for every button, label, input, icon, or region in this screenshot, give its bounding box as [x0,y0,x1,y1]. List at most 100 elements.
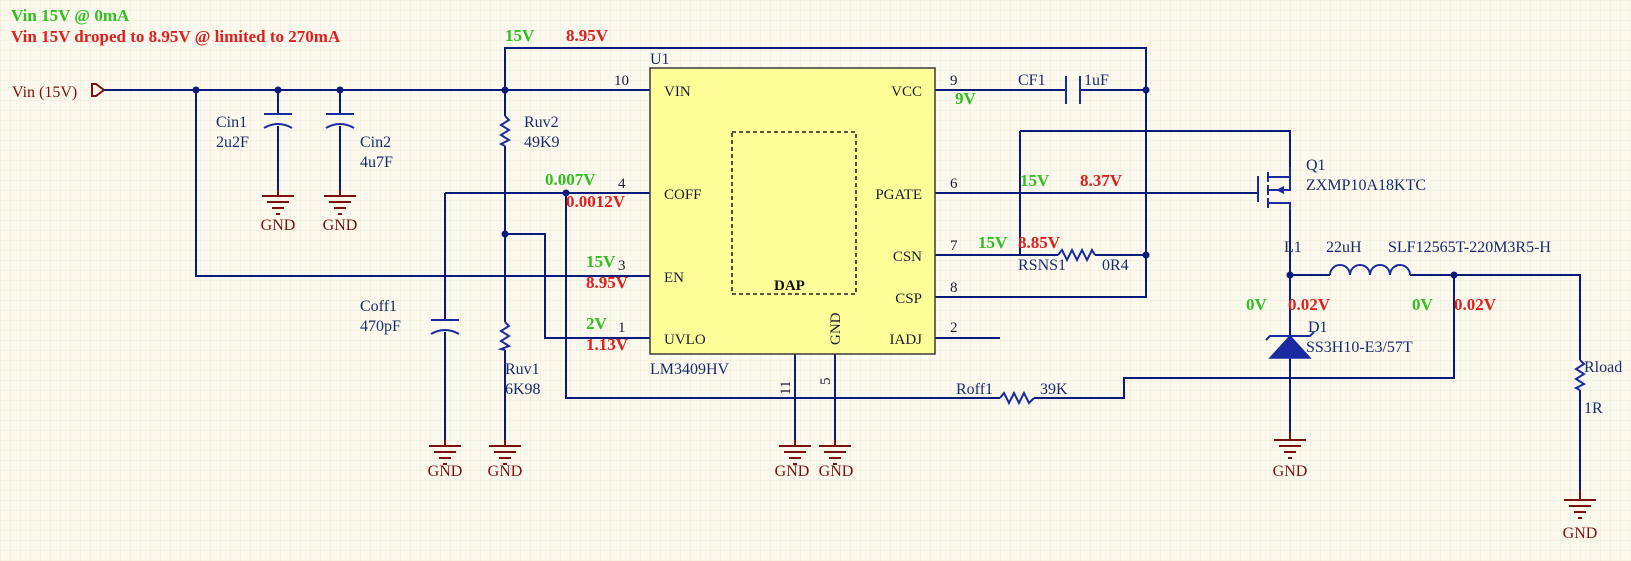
pin-name-vcc: VCC [891,84,922,100]
ic-dap-label: DAP [774,278,805,294]
pin-name-iadj: IADJ [890,332,923,348]
cin2-symbol[interactable] [325,113,355,129]
gnd-label-pin11: GND [775,463,810,480]
ic-body[interactable] [649,67,936,355]
vin-port-label: Vin (15V) [12,84,77,101]
d1-value: SS3H10-E3/57T [1306,339,1413,356]
pin-name-uvlo: UVLO [664,332,706,348]
roff1-value: 39K [1040,381,1068,398]
rload-symbol[interactable] [1573,359,1587,391]
pgate-voltage-b: 8.37V [1080,171,1123,190]
ground-symbols [262,190,1596,519]
pin-name-csn: CSN [893,249,922,265]
ruv2-value: 49K9 [524,134,560,151]
ruv2-symbol[interactable] [498,115,512,147]
gnd-label-ruv1: GND [488,463,523,480]
sw-voltage-a: 0V [1246,295,1267,314]
vin-top-voltage-a: 15V [505,26,535,45]
roff1-symbol[interactable] [999,390,1035,406]
l1-part: SLF12565T-220M3R5-H [1388,239,1551,256]
coff1-value: 470pF [360,318,401,335]
pin-num-5: 5 [818,378,834,386]
pin-num-9: 9 [950,73,958,89]
gnd-label-rload: GND [1563,525,1598,542]
cin1-symbol[interactable] [263,113,293,129]
cin1-ref: Cin1 [216,114,247,131]
junctions [192,86,1458,279]
cin2-value: 4u7F [360,154,393,171]
out-voltage-b: 0.02V [1454,295,1497,314]
pin-name-vin: VIN [664,84,691,100]
ruv1-value: 6K98 [505,381,541,398]
cf1-value: 1uF [1084,72,1109,89]
q1-ref: Q1 [1306,157,1326,174]
pin-num-4: 4 [618,176,626,192]
ic-ref: U1 [650,51,670,68]
ruv1-ref: Ruv1 [505,361,540,378]
gnd-label-cin2: GND [323,217,358,234]
rload-ref: Rload [1584,359,1622,376]
cin2-ref: Cin2 [360,134,391,151]
gnd-coff1 [429,440,461,465]
gnd-label-d1: GND [1273,463,1308,480]
d1-ref: D1 [1308,319,1328,336]
gnd-label-pin5: GND [819,463,854,480]
pin-num-7: 7 [950,238,958,254]
gnd-cin2 [324,190,356,215]
uvlo-voltage-a: 2V [586,314,607,333]
cin1-value: 2u2F [216,134,249,151]
ic-u1[interactable] [649,67,936,355]
out-voltage-a: 0V [1412,295,1433,314]
gnd-label-coff1: GND [428,463,463,480]
coff1-ref: Coff1 [360,298,397,315]
pin-name-csp: CSP [895,291,922,307]
ic-part: LM3409HV [650,361,730,378]
gnd-d1 [1274,432,1306,459]
rload-value: 1R [1584,400,1603,417]
ic-dap-outline [731,131,857,295]
gnd-cin1 [262,190,294,215]
pin-name-en: EN [664,270,684,286]
rsns1-ref: RSNS1 [1018,257,1066,274]
note-line-2: Vin 15V droped to 8.95V @ limited to 270… [11,27,341,46]
pin-name-pgate: PGATE [875,187,922,203]
cf1-symbol[interactable] [1065,76,1081,104]
note-line-1: Vin 15V @ 0mA [11,6,130,25]
pin-num-11: 11 [778,381,794,395]
vin-top-voltage-b: 8.95V [566,26,609,45]
cf1-ref: CF1 [1018,72,1046,89]
coff-voltage-b: 0.0012V [566,192,626,211]
gnd-pin5 [819,440,851,465]
q1-symbol[interactable] [1257,167,1291,210]
ruv2-ref: Ruv2 [524,114,559,131]
en-voltage-b: 8.95V [586,273,629,292]
vcc-voltage: 9V [955,89,976,108]
csn-voltage-b: 8.85V [1018,233,1061,252]
rsns1-symbol[interactable] [1057,247,1096,263]
l1-symbol[interactable] [1329,264,1411,276]
pgate-voltage-a: 15V [1020,171,1050,190]
pin-num-1: 1 [618,320,626,336]
pin-num-10: 10 [614,73,629,89]
ruv1-symbol[interactable] [497,321,512,351]
l1-value: 22uH [1326,239,1362,256]
pin-name-coff: COFF [664,187,702,203]
pin-num-3: 3 [618,258,626,274]
coff1-symbol[interactable] [430,319,460,335]
csn-voltage-a: 15V [978,233,1008,252]
pin-name-gnd: GND [828,312,844,345]
coff-voltage-a: 0.007V [545,170,596,189]
l1-ref: L1 [1284,239,1302,256]
pin-num-2: 2 [950,320,958,336]
en-voltage-a: 15V [586,252,616,271]
vin-port-symbol[interactable] [91,83,106,97]
gnd-ruv1 [489,440,521,465]
roff1-ref: Roff1 [956,381,993,398]
uvlo-voltage-b: 1.13V [586,335,629,354]
q1-value: ZXMP10A18KTC [1306,177,1426,194]
gnd-rload [1564,490,1596,519]
gnd-label-cin1: GND [261,217,296,234]
pin-num-6: 6 [950,176,958,192]
d1-symbol[interactable] [1265,331,1315,359]
